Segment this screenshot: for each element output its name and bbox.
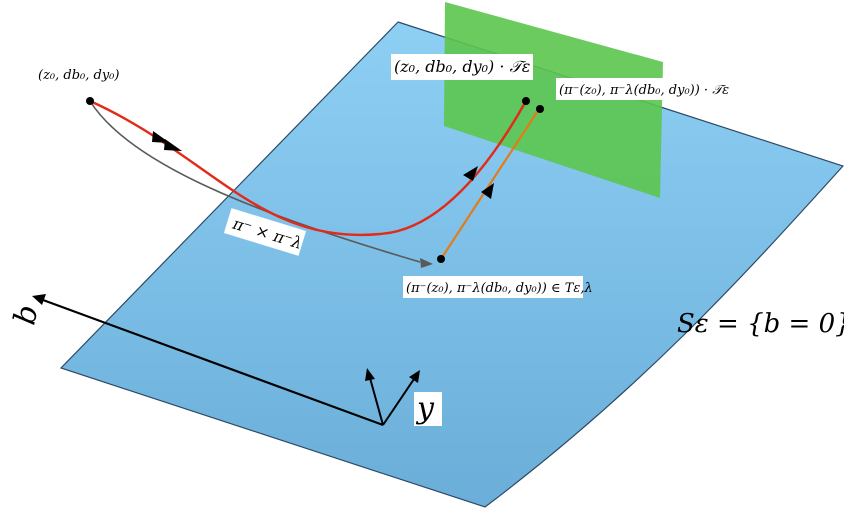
axis-y-arrowhead-icon (409, 370, 420, 383)
orange-path (440, 108, 540, 260)
projection-arrowhead-icon (420, 258, 433, 268)
end-point-label-bg (391, 54, 533, 80)
start-point-dot (86, 97, 94, 105)
end-point-label: (z₀, db₀, dy₀) · 𝒯ε (394, 57, 530, 76)
axis-b-label: b (7, 302, 45, 328)
trajectory-path (89, 99, 528, 237)
projection-path (89, 100, 421, 263)
projected-end-label: (π⁻(z₀), π⁻λ(db₀, dy₀)) · 𝒯ε (559, 83, 729, 98)
axis-y-line (382, 378, 415, 426)
axis-y-label: y (415, 391, 435, 426)
projection-map-label-bg (223, 208, 307, 256)
start-point-label: (z₀, db₀, dy₀) (38, 68, 119, 83)
surface-label: Sε = {b = 0} (677, 309, 844, 339)
axis-normal-line (369, 377, 384, 426)
axis-b-arrowhead-icon (32, 294, 46, 305)
axis-normal-arrowhead-icon (365, 368, 375, 381)
orange-arrowhead-icon (481, 183, 494, 199)
axis-y-label-bg (414, 392, 442, 426)
projected-start-dot (437, 255, 445, 263)
projected-start-label: (π⁻(z₀), π⁻λ(db₀, dy₀)) ∈ Tε,λ (406, 281, 593, 296)
trajectory-arrowhead-icon (164, 139, 182, 151)
trajectory-arrowhead-icon (463, 166, 478, 181)
projected-end-dot (536, 105, 544, 113)
projected-end-label-bg (556, 78, 732, 100)
axis-b-line (42, 298, 384, 427)
section-plane (444, 2, 663, 198)
end-point-dot (522, 97, 530, 105)
projected-start-label-bg (403, 276, 583, 298)
